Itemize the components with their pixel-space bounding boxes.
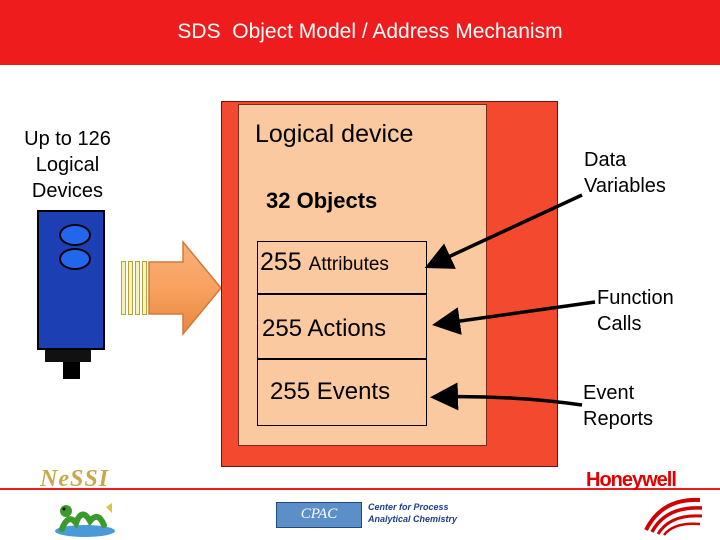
data-variables-label: Data Variables — [584, 149, 666, 197]
device-plug — [63, 362, 80, 379]
device-base — [45, 350, 91, 362]
attributes-label: 255 Attributes — [260, 248, 389, 277]
big-arrow-icon — [148, 240, 222, 336]
cpac-name-line1: Center for Process — [368, 502, 449, 512]
actions-label: 255 Actions — [262, 315, 387, 342]
event-reports-label: Event Reports — [583, 382, 654, 430]
honeywell-logo: Honeywell — [586, 469, 677, 491]
device-lens-top — [59, 224, 91, 246]
function-calls-arrow — [432, 300, 596, 335]
nessi-logo: NeSSI — [40, 466, 110, 492]
device-icon — [37, 210, 105, 350]
arrow-stripe — [142, 261, 147, 315]
attributes-count: 255 — [260, 248, 302, 276]
logical-device-label: Logical device — [255, 120, 414, 148]
actions-box: 255 Actions — [257, 294, 427, 359]
honeywell-swirl-icon — [644, 497, 703, 536]
function-calls-label: Function Calls — [597, 287, 674, 335]
arrow-stripe — [121, 261, 126, 315]
arrow-stripe — [128, 261, 133, 315]
cpac-name-line2: Analytical Chemistry — [368, 514, 458, 524]
footer-divider — [0, 488, 720, 490]
nessi-mascot-icon — [55, 503, 115, 537]
objects-label: 32 Objects — [266, 188, 378, 213]
cpac-logo: CPAC Center for Process Analytical Chemi… — [276, 502, 457, 528]
logical-devices-label: Up to 126 Logical Devices — [24, 128, 111, 202]
event-reports-arrow — [430, 382, 583, 411]
cpac-badge: CPAC — [276, 502, 362, 528]
events-label: 255 Events — [270, 378, 391, 405]
cpac-badge-text: CPAC — [300, 506, 338, 522]
attributes-word: Attributes — [308, 254, 389, 275]
device-lens-bottom — [59, 248, 91, 270]
title-bar — [0, 0, 720, 65]
events-box: 255 Events — [257, 359, 427, 426]
data-variables-arrow — [424, 193, 583, 269]
slide-title: SDS Object Model / Address Mechanism — [177, 20, 563, 43]
arrow-stripe — [135, 261, 140, 315]
attributes-box: 255 Attributes — [257, 241, 427, 294]
